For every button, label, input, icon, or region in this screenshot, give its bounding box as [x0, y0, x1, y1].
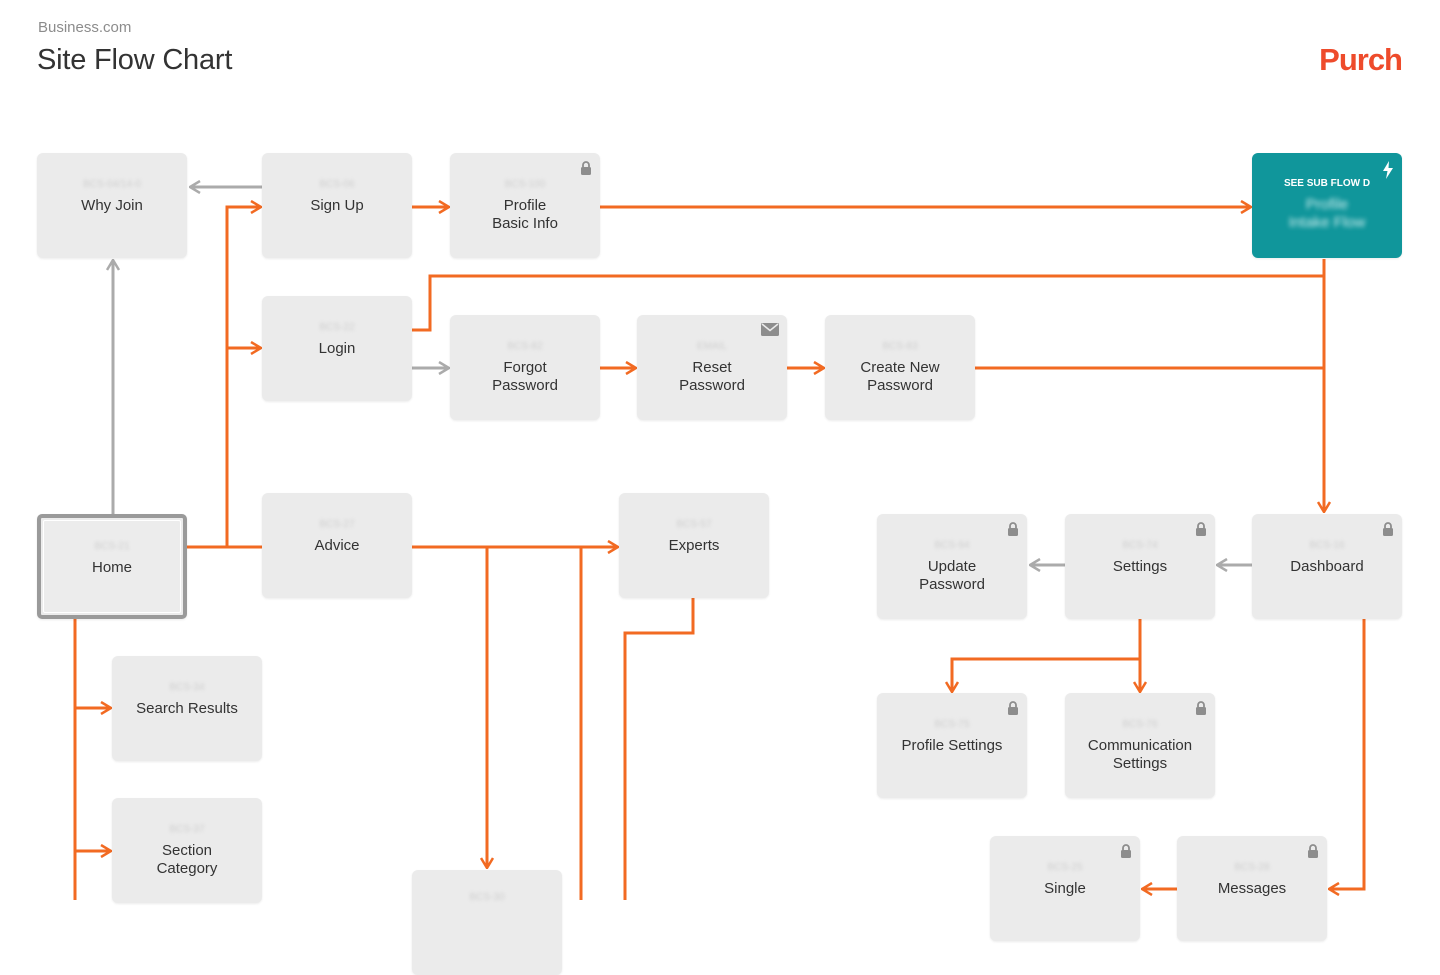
node-code: BCS-30: [469, 892, 505, 903]
node-code: BCS-37: [169, 824, 205, 835]
lock-icon: [1121, 844, 1131, 858]
node-sub-flow-d[interactable]: SEE SUB FLOW D Profile Intake Flow: [1252, 153, 1402, 258]
node-label: Profile Settings: [901, 737, 1003, 754]
node-experts[interactable]: BCS-57 Experts: [619, 493, 769, 598]
node-create-new-password[interactable]: BCS-83 Create New Password: [825, 315, 975, 420]
node-reset-password[interactable]: EMAIL Reset Password: [637, 315, 787, 420]
node-code: BCS-27: [319, 519, 355, 530]
node-label: Home: [91, 559, 132, 576]
node-label: Profile Intake Flow: [1288, 196, 1366, 231]
node-forgot-password[interactable]: BCS-82 Forgot Password: [450, 315, 600, 420]
lock-icon: [1008, 522, 1018, 536]
node-label: Single: [1044, 880, 1086, 897]
node-code: BCS-82: [507, 341, 543, 352]
lightning-icon: [1383, 161, 1393, 179]
node-label: Experts: [668, 537, 720, 554]
connector-home-signup: [187, 207, 261, 549]
node-search-results[interactable]: BCS-34 Search Results: [112, 656, 262, 761]
connector-settings-profile: [952, 657, 1140, 692]
node-code: BCS-06: [319, 179, 355, 190]
node-label: Update Password: [919, 558, 985, 593]
node-label: Why Join: [81, 197, 143, 214]
lock-icon: [581, 161, 591, 175]
node-code: EMAIL: [696, 341, 727, 352]
page-title: Site Flow Chart: [37, 44, 233, 76]
node-label: Create New Password: [860, 359, 940, 394]
node-label: Messages: [1217, 880, 1287, 897]
lock-icon: [1196, 522, 1206, 536]
node-profile-basic-info[interactable]: BCS-100 Profile Basic Info: [450, 153, 600, 258]
node-messages[interactable]: BCS-28 Messages: [1177, 836, 1327, 941]
node-code: BCS-04/14-0: [83, 179, 141, 190]
lock-icon: [1308, 844, 1318, 858]
flow-connectors: [73, 0, 1366, 900]
node-code: BCS-57: [676, 519, 712, 530]
node-label: Sign Up: [310, 197, 364, 214]
lock-icon: [1196, 701, 1206, 715]
node-code: BCS-74: [1122, 540, 1158, 551]
node-code: BCS-94: [934, 540, 970, 551]
node-profile-settings[interactable]: BCS-75 Profile Settings: [877, 693, 1027, 798]
node-code: BCS-83: [882, 341, 918, 352]
node-label: Profile Basic Info: [492, 197, 558, 232]
node-section-category[interactable]: BCS-37 Section Category: [112, 798, 262, 903]
node-code: BCS-16: [1309, 540, 1345, 551]
node-label: Advice: [314, 537, 360, 554]
node-login[interactable]: BCS-22 Login: [262, 296, 412, 401]
home-inner-frame: [43, 520, 181, 613]
lock-icon: [1008, 701, 1018, 715]
node-label: Dashboard: [1290, 558, 1364, 575]
connector-experts-down: [623, 598, 695, 900]
node-code: BCS-25: [1047, 862, 1083, 873]
node-bottom-partial[interactable]: BCS-30: [412, 870, 562, 975]
envelope-icon: [761, 323, 779, 336]
node-label: Reset Password: [679, 359, 745, 394]
node-label: Section Category: [156, 842, 218, 877]
node-code: BCS-75: [934, 719, 970, 730]
connector-dashboard-messages: [1329, 618, 1366, 889]
node-code: BCS-100: [504, 179, 546, 190]
sub-flow-title: SEE SUB FLOW D: [1283, 178, 1371, 189]
node-label: Search Results: [136, 700, 238, 717]
purch-logo: Purch: [1319, 42, 1403, 77]
node-home[interactable]: BCS-21 Home: [37, 514, 187, 619]
connector-login-dashboard: [412, 274, 1324, 332]
node-communication-settings[interactable]: BCS-76 Communication Settings: [1065, 693, 1215, 798]
node-code: BCS-22: [319, 322, 355, 333]
node-update-password[interactable]: BCS-94 Update Password: [877, 514, 1027, 619]
lock-icon: [1383, 522, 1393, 536]
node-code: BCS-76: [1122, 719, 1158, 730]
node-label: Settings: [1112, 558, 1168, 575]
node-code: BCS-21: [94, 541, 130, 552]
node-advice[interactable]: BCS-27 Advice: [262, 493, 412, 598]
node-sign-up[interactable]: BCS-06 Sign Up: [262, 153, 412, 258]
node-label: Login: [318, 340, 356, 357]
node-dashboard[interactable]: BCS-16 Dashboard: [1252, 514, 1402, 619]
node-code: BCS-34: [169, 682, 205, 693]
breadcrumb-site: Business.com: [38, 19, 132, 36]
node-why-join[interactable]: BCS-04/14-0 Why Join: [37, 153, 187, 258]
node-label: Forgot Password: [492, 359, 558, 394]
node-label: Communication Settings: [1087, 737, 1193, 772]
node-code: BCS-28: [1234, 862, 1270, 873]
node-settings[interactable]: BCS-74 Settings: [1065, 514, 1215, 619]
node-single[interactable]: BCS-25 Single: [990, 836, 1140, 941]
